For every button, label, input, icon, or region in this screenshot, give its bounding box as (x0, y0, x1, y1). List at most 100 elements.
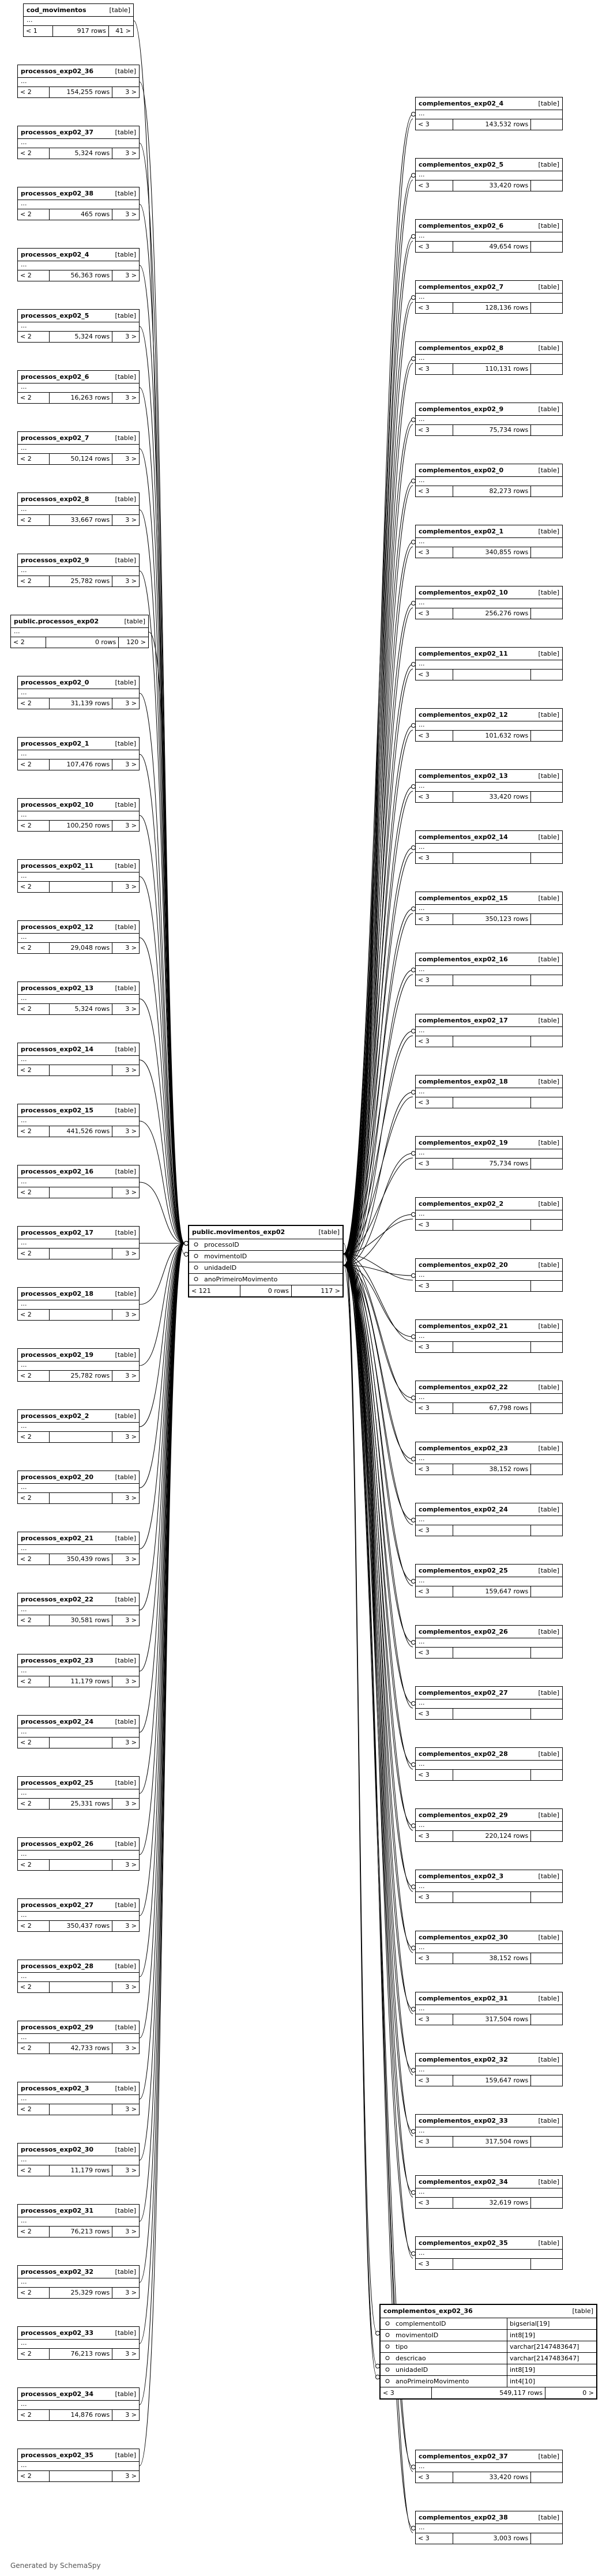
children-count[interactable]: 3 > (125, 1066, 137, 1074)
parents-count[interactable]: < 3 (416, 2137, 453, 2147)
table-complementos-exp02-26[interactable]: complementos_exp02_26[table]...< 3 (415, 1625, 563, 1659)
parents-count[interactable]: < 2 (18, 698, 50, 709)
parents-count[interactable]: < 2 (18, 2227, 50, 2237)
children-count[interactable] (531, 364, 562, 374)
children-count[interactable]: 41 > (115, 27, 131, 35)
parents-count[interactable]: < 3 (416, 1281, 453, 1291)
parents-count[interactable]: < 3 (416, 2472, 453, 2483)
parents-count[interactable]: < 2 (18, 1554, 50, 1565)
parents-count[interactable]: < 3 (416, 1953, 453, 1964)
children-count[interactable]: 3 > (125, 2289, 137, 2296)
children-count[interactable] (531, 425, 562, 435)
parents-count[interactable]: < 3 (416, 119, 453, 130)
children-count[interactable]: 3 > (125, 1800, 137, 1807)
children-count[interactable]: 3 > (125, 516, 137, 524)
children-count[interactable]: 3 > (125, 1372, 137, 1379)
children-count[interactable]: 3 > (125, 2350, 137, 2357)
children-count[interactable] (531, 119, 562, 130)
children-count[interactable]: 3 > (125, 1861, 137, 1868)
parents-count[interactable]: < 2 (18, 1004, 50, 1014)
parents-count[interactable]: < 3 (416, 1525, 453, 1536)
children-count[interactable] (531, 1892, 562, 1902)
children-count[interactable] (531, 2533, 562, 2544)
children-count[interactable]: 3 > (125, 761, 137, 768)
parents-count[interactable]: < 3 (416, 1648, 453, 1658)
table-complementos-exp02-14[interactable]: complementos_exp02_14[table]...< 3 (415, 830, 563, 864)
children-count[interactable]: 117 > (321, 1287, 340, 1295)
children-count[interactable]: 3 > (125, 944, 137, 952)
children-count[interactable] (531, 1648, 562, 1658)
children-count[interactable]: 3 > (125, 1555, 137, 1563)
table-complementos-exp02-21[interactable]: complementos_exp02_21[table]...< 3 (415, 1319, 563, 1353)
children-count[interactable]: 3 > (125, 1005, 137, 1013)
parents-count[interactable]: < 3 (416, 2259, 453, 2269)
children-count[interactable]: 3 > (125, 883, 137, 890)
children-count[interactable] (531, 1159, 562, 1169)
table-complementos-exp02-27[interactable]: complementos_exp02_27[table]...< 3 (415, 1686, 563, 1720)
parents-count[interactable]: < 2 (18, 943, 50, 953)
children-count[interactable] (531, 2075, 562, 2086)
children-count[interactable]: 3 > (125, 272, 137, 279)
children-count[interactable]: 3 > (125, 455, 137, 462)
parents-count[interactable]: < 2 (18, 2349, 50, 2359)
parents-count[interactable]: < 2 (18, 821, 50, 831)
children-count[interactable]: 0 > (582, 2389, 594, 2397)
movimentos-table[interactable]: public.movimentos_exp02[table] processoI… (188, 1225, 344, 1298)
parents-count[interactable]: < 2 (18, 1982, 50, 1992)
table-complementos-exp02-16[interactable]: complementos_exp02_16[table]...< 3 (415, 953, 563, 986)
children-count[interactable] (531, 486, 562, 497)
column-row[interactable]: unidadeID (189, 1262, 342, 1274)
children-count[interactable] (531, 914, 562, 924)
children-count[interactable] (531, 1036, 562, 1047)
children-count[interactable] (531, 1342, 562, 1352)
parents-count[interactable]: < 2 (18, 209, 50, 220)
parents-count[interactable]: < 2 (18, 1371, 50, 1381)
parents-count[interactable]: < 3 (416, 1403, 453, 1413)
parents-count[interactable]: < 2 (18, 2104, 50, 2115)
parents-count[interactable]: < 3 (416, 1220, 453, 1230)
parents-count[interactable]: < 3 (416, 1342, 453, 1352)
parents-count[interactable]: < 3 (416, 1586, 453, 1597)
children-count[interactable]: 3 > (125, 700, 137, 707)
children-count[interactable] (531, 670, 562, 680)
table-complementos-exp02-17[interactable]: complementos_exp02_17[table]...< 3 (415, 1014, 563, 1047)
parents-count[interactable]: < 3 (416, 425, 453, 435)
parents-count[interactable]: < 3 (416, 547, 453, 558)
parents-count[interactable]: < 2 (18, 454, 50, 464)
parents-count[interactable]: < 2 (18, 393, 50, 403)
children-count[interactable] (531, 792, 562, 802)
children-count[interactable]: 3 > (125, 1494, 137, 1502)
children-count[interactable] (531, 1525, 562, 1536)
parents-count[interactable]: < 2 (18, 2165, 50, 2176)
parents-count[interactable]: < 3 (416, 1464, 453, 1475)
parents-count[interactable]: < 2 (18, 2043, 50, 2054)
parents-count[interactable]: < 2 (18, 1065, 50, 1075)
children-count[interactable]: 3 > (125, 2044, 137, 2052)
